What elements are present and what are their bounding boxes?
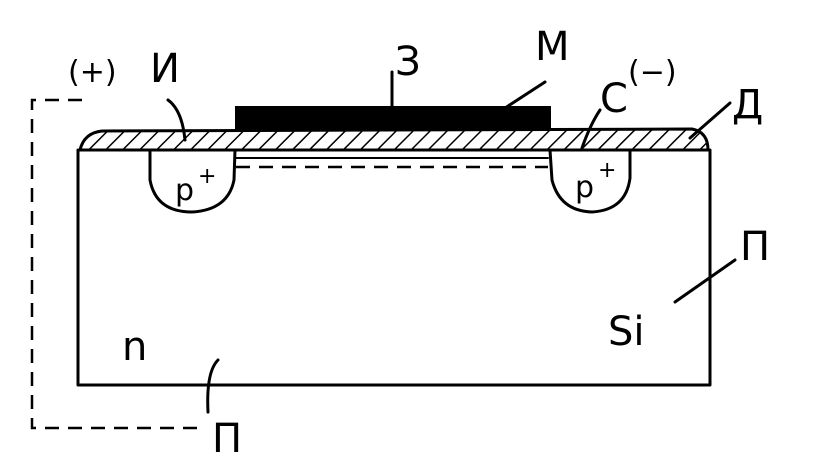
dielectric-label: Д: [732, 82, 763, 128]
drain-label: С: [600, 76, 628, 122]
substrate-right-leader-line: [673, 258, 737, 304]
metal-gate: [235, 106, 551, 130]
p-plus-drain-sup: +: [598, 158, 616, 183]
dielectric-leader-line: [688, 101, 732, 140]
source-label: И: [150, 46, 180, 92]
substrate-right-label: П: [740, 224, 770, 270]
p-plus-source-sup: +: [198, 164, 216, 189]
source-leader-line: [166, 98, 187, 142]
p-plus-drain-region: [548, 148, 632, 214]
silicon-label: Si: [608, 309, 645, 355]
substrate-bottom-label: П: [212, 416, 242, 458]
n-type-label: n: [122, 324, 147, 370]
substrate-bottom-leader-line: [206, 358, 220, 414]
source-sign-label: (+): [68, 55, 117, 90]
p-plus-source-region: [148, 148, 237, 214]
gate-label: З: [395, 39, 421, 85]
p-plus-drain-label: p: [575, 170, 594, 205]
p-plus-source-label: p: [175, 173, 194, 208]
metal-leader-line: [500, 80, 547, 112]
drain-sign-label: (−): [628, 55, 677, 90]
substrate-body: [76, 148, 712, 387]
drain-leader-line: [580, 108, 602, 150]
external-circuit-wire: [30, 98, 205, 430]
metal-label: М: [535, 24, 570, 70]
dielectric-layer: [78, 127, 710, 152]
